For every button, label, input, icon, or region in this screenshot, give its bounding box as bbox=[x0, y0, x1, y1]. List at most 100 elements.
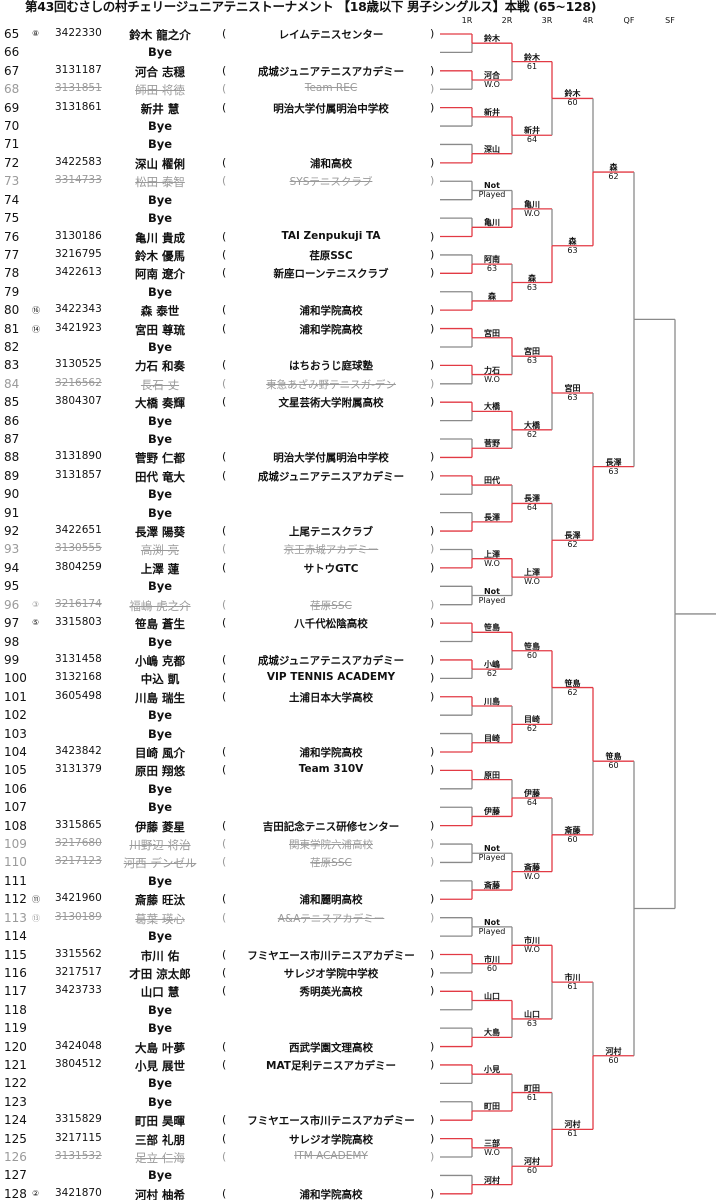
player-name: 鈴木 優馬 bbox=[134, 248, 185, 263]
winner-name: 上澤 bbox=[524, 568, 540, 578]
winner-name: 宮田 bbox=[484, 328, 500, 338]
player-name: 阿南 遼介 bbox=[134, 267, 185, 282]
match-result: 大橋 bbox=[472, 402, 512, 411]
player-name: Bye bbox=[147, 1094, 173, 1109]
player-name: 福嶋 虎之介 bbox=[129, 598, 191, 613]
player-id: 3315829 bbox=[55, 1113, 102, 1126]
paren-close: ) bbox=[430, 616, 435, 630]
draw-number: 102 bbox=[4, 708, 27, 723]
match-score: 64 bbox=[526, 503, 538, 513]
player-name: Bye bbox=[147, 929, 173, 944]
match-score: 63 bbox=[567, 392, 578, 402]
club-name: 明治大学付属明治中学校 bbox=[273, 452, 389, 465]
paren-close: ) bbox=[430, 892, 435, 906]
player-id: 3315562 bbox=[55, 947, 102, 960]
player-name: 三部 礼朋 bbox=[134, 1132, 185, 1147]
match-score: 60 bbox=[608, 761, 619, 771]
round-header: 1R bbox=[461, 16, 473, 25]
winner-name: 市川 bbox=[484, 954, 500, 964]
paren-close: ) bbox=[430, 1186, 435, 1200]
match-score: 60 bbox=[608, 1055, 619, 1065]
paren-close: ) bbox=[430, 229, 435, 243]
player-name: 目崎 風介 bbox=[134, 745, 185, 760]
winner-name: 長澤 bbox=[524, 494, 540, 504]
winner-name: 長澤 bbox=[605, 457, 622, 467]
match-score: Played bbox=[478, 190, 506, 200]
paren-close: ) bbox=[430, 174, 435, 188]
player-name: Bye bbox=[147, 211, 173, 226]
player-id: 3131851 bbox=[55, 82, 102, 95]
club-name: 荏原SSC bbox=[310, 857, 352, 870]
winner-name: 長澤 bbox=[564, 531, 581, 541]
club-name: ITM ACADEMY bbox=[294, 1150, 368, 1162]
match-result: 亀川 bbox=[472, 218, 512, 227]
player-name: 小嶋 克都 bbox=[134, 653, 185, 668]
winner-name: 小嶋 bbox=[484, 660, 500, 670]
player-id: 3424048 bbox=[55, 1039, 102, 1052]
draw-number: 93 bbox=[4, 542, 20, 557]
draw-number: 116 bbox=[4, 965, 27, 980]
winner-name: 河村 bbox=[605, 1046, 622, 1056]
paren-close: ) bbox=[430, 560, 435, 574]
club-name: MAT足利テニスアカデミー bbox=[266, 1059, 396, 1072]
winner-name: Not bbox=[483, 181, 500, 191]
winner-name: 河合 bbox=[484, 71, 500, 81]
match-result: 笹島 bbox=[472, 623, 512, 632]
draw-number: 128 bbox=[4, 1186, 27, 1200]
paren-close: ) bbox=[430, 1150, 435, 1163]
club-name: A&Aテニスアカデミー bbox=[277, 912, 385, 925]
player-name: Bye bbox=[147, 45, 173, 60]
draw-number: 105 bbox=[4, 763, 27, 778]
winner-name: 町田 bbox=[484, 1101, 500, 1111]
seed-badge: ③ bbox=[32, 599, 40, 609]
player-id: 3422583 bbox=[55, 155, 102, 168]
paren-open: ( bbox=[222, 560, 227, 574]
player-id: 3421870 bbox=[55, 1186, 102, 1199]
draw-number: 89 bbox=[4, 468, 20, 483]
paren-close: ) bbox=[430, 1113, 435, 1127]
match-score: 64 bbox=[526, 135, 538, 145]
club-name: はちおうじ庭球塾 bbox=[289, 360, 373, 373]
match-score: Played bbox=[478, 926, 506, 936]
paren-open: ( bbox=[222, 82, 227, 96]
player-name: 高渕 亮 bbox=[140, 543, 180, 558]
club-name: SYSテニスクラブ bbox=[289, 176, 373, 189]
player-id: 3605498 bbox=[55, 689, 102, 702]
match-score: 62 bbox=[526, 724, 538, 734]
player-name: 森 泰世 bbox=[140, 304, 180, 319]
player-name: 鈴木 龍之介 bbox=[129, 28, 191, 42]
match-score: W.O bbox=[484, 374, 500, 384]
match-result: 山口 bbox=[472, 992, 512, 1001]
paren-open: ( bbox=[222, 965, 227, 979]
club-name: 荏原SSC bbox=[309, 249, 353, 262]
paren-close: ) bbox=[430, 855, 435, 869]
player-id: 3315865 bbox=[55, 818, 102, 831]
paren-open: ( bbox=[222, 542, 227, 556]
match-result: 深山 bbox=[472, 145, 512, 154]
paren-open: ( bbox=[222, 616, 227, 630]
winner-name: 町田 bbox=[524, 1083, 540, 1093]
